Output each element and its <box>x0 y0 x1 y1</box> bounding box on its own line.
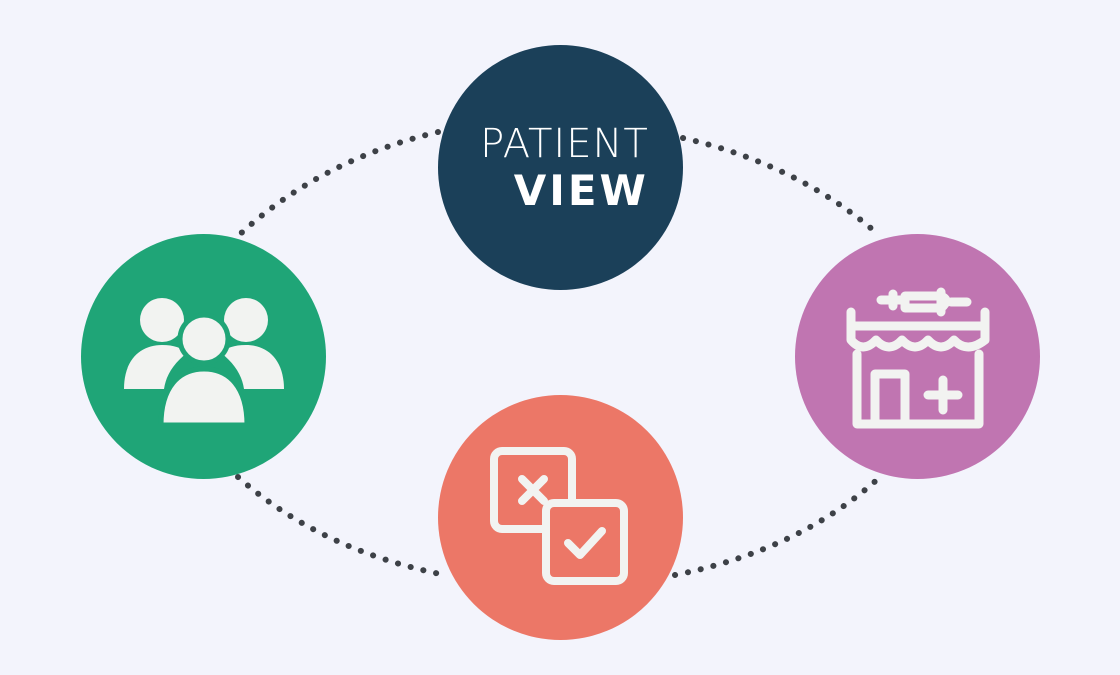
connector-top-left <box>235 129 441 239</box>
patientview-logo: PATIENT VIEW <box>480 124 649 212</box>
logo-line-1: PATIENT <box>480 120 649 167</box>
accept-box <box>541 498 628 585</box>
people-node <box>81 234 326 479</box>
logo-line-2: VIEW <box>513 165 649 215</box>
pharmacy-node <box>795 234 1040 479</box>
people-group-icon <box>119 287 289 427</box>
connector-bottom-right <box>672 474 883 578</box>
connector-top-right <box>680 135 883 239</box>
patientview-node: PATIENT VIEW <box>438 45 683 290</box>
reject-box <box>489 446 576 533</box>
pharmacy-icon <box>843 282 993 432</box>
connector-bottom-left <box>235 474 448 578</box>
decision-node <box>438 395 683 640</box>
accept-reject-icon <box>486 443 636 593</box>
